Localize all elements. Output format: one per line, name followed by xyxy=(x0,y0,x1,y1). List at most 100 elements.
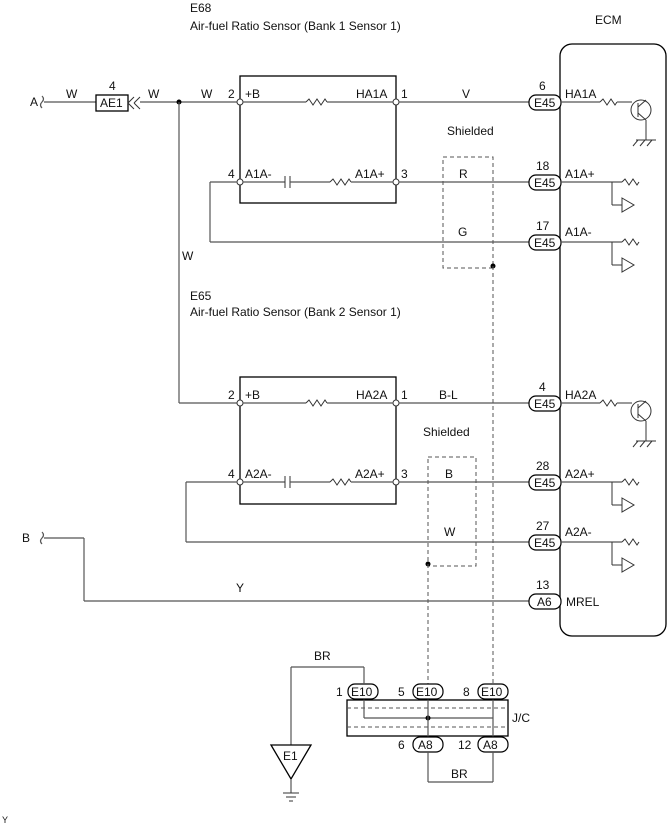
sensor1-terminal-4 xyxy=(236,178,244,186)
ae1-label: AE1 xyxy=(100,96,123,110)
ecm-input-buffer-a2a-plus-icon xyxy=(561,478,640,513)
ae1-num: 4 xyxy=(109,79,116,93)
ecm-pin-name: HA1A xyxy=(565,87,596,101)
sensor2-pin-minus-num: 4 xyxy=(228,467,235,481)
ecm-pin-a2a-minus: E45 27 A2A- xyxy=(528,519,592,551)
wire-color-jc-bottom: BR xyxy=(451,767,468,781)
wire-color-a1a-plus: R xyxy=(459,167,468,181)
sensor1-pin-plus-b: +B xyxy=(245,87,260,101)
ecm-pin-ha2a: E45 4 HA2A xyxy=(528,380,596,412)
ecm-pin-num: 27 xyxy=(536,519,550,533)
ecm-pin-name: A2A- xyxy=(565,525,592,539)
sensor1-pin-ha-num: 1 xyxy=(401,87,408,101)
ecm-pin-num: 17 xyxy=(536,219,550,233)
ecm-title: ECM xyxy=(595,13,622,27)
sensor2-terminal-4 xyxy=(236,478,244,486)
ecm-pin-a2a-plus: E45 28 A2A+ xyxy=(528,459,595,491)
ref-a-break-icon xyxy=(39,95,45,109)
ecm-pin-num: 4 xyxy=(539,380,546,394)
jc-pin-bottom-6: A8 6 xyxy=(398,736,444,753)
wire-color-ha1a: V xyxy=(462,87,470,101)
shield2-box xyxy=(427,456,477,567)
ecm-box xyxy=(559,43,667,637)
sensor2-pin-plus-b: +B xyxy=(245,388,260,402)
ecm-pin-conn: E45 xyxy=(534,476,556,490)
ecm-pin-conn: E45 xyxy=(534,536,556,550)
jc-pin-top-8: E10 8 xyxy=(463,683,509,700)
sensor2-code: E65 xyxy=(190,289,212,303)
jc-pin-top-5: E10 5 xyxy=(398,683,444,700)
sensor2-element-resistor-icon xyxy=(329,478,352,486)
wire-color-branch: W xyxy=(182,249,194,263)
jc-pin-conn: E10 xyxy=(416,685,438,699)
ecm-pin-num: 13 xyxy=(536,578,550,592)
sensor1-capacitor-icon xyxy=(284,176,291,188)
ground-e1-label: E1 xyxy=(283,749,298,763)
sensor1-pin-plus-num: 3 xyxy=(401,167,408,181)
ground-e1-triangle-icon xyxy=(269,744,313,781)
ecm-pin-name: A1A- xyxy=(565,225,592,239)
sensor2-terminal-1 xyxy=(392,399,400,407)
ecm-pin-a1a-minus: E45 17 A1A- xyxy=(528,219,592,251)
ecm-transistor-1-icon xyxy=(561,98,656,147)
ecm-pin-a1a-plus: E45 18 A1A+ xyxy=(528,159,595,191)
jc-pin-conn: E10 xyxy=(351,685,373,699)
sensor2-terminal-3 xyxy=(392,478,400,486)
ref-b-label: B xyxy=(22,531,30,545)
sensor1-pin-ha: HA1A xyxy=(356,87,387,101)
wire-color-a-left: W xyxy=(66,87,78,101)
sensor2-terminal-2 xyxy=(236,399,244,407)
shield1-box xyxy=(442,156,494,269)
wire-color-main: W xyxy=(201,87,213,101)
sensor2-capacitor-icon xyxy=(284,476,291,488)
jc-pin-bottom-12: A8 12 xyxy=(458,736,509,753)
wire-color-a2a-plus: B xyxy=(445,467,453,481)
ecm-pin-num: 28 xyxy=(536,459,550,473)
jc-pin-num: 5 xyxy=(398,685,405,699)
wire-color-a1a-minus: G xyxy=(458,225,467,239)
ecm-pin-num: 18 xyxy=(536,159,550,173)
ecm-pin-conn: E45 xyxy=(534,236,556,250)
sensor2-pin-ha: HA2A xyxy=(356,388,387,402)
wire-color-ground: BR xyxy=(314,649,331,663)
ecm-transistor-2-icon xyxy=(561,399,656,448)
jc-pin-num: 8 xyxy=(463,685,470,699)
sensor1-heater-resistor-icon xyxy=(305,98,328,106)
ecm-pin-conn: E45 xyxy=(534,397,556,411)
sensor2-pin-plus-b-num: 2 xyxy=(228,388,235,402)
sensor1-terminal-2 xyxy=(236,98,244,106)
jc-pin-conn: E10 xyxy=(481,685,503,699)
sensor2-heater-resistor-icon xyxy=(305,399,328,407)
wire-color-ha2a: B-L xyxy=(439,388,458,402)
shield2-label: Shielded xyxy=(423,425,470,439)
corner-mark: Y xyxy=(2,815,8,825)
sensor1-title: Air-fuel Ratio Sensor (Bank 1 Sensor 1) xyxy=(190,19,401,33)
sensor1-terminal-3 xyxy=(392,178,400,186)
sensor1-box xyxy=(239,75,397,204)
jc-pin-num: 1 xyxy=(336,685,343,699)
sensor2-pin-ha-num: 1 xyxy=(401,388,408,402)
sensor2-title: Air-fuel Ratio Sensor (Bank 2 Sensor 1) xyxy=(190,305,401,319)
jc-pin-top-1: E10 1 xyxy=(336,683,379,700)
sensor2-box xyxy=(239,376,397,505)
ground-symbol-icon xyxy=(283,779,299,802)
ecm-pin-name: A2A+ xyxy=(565,467,595,481)
ecm-pin-num: 6 xyxy=(539,79,546,93)
ae1-chevron-icon xyxy=(127,96,141,110)
ecm-pin-conn: E45 xyxy=(534,176,556,190)
sensor1-code: E68 xyxy=(190,1,212,15)
jc-pin-num: 12 xyxy=(458,738,472,752)
sensor1-pin-minus: A1A- xyxy=(245,167,272,181)
ecm-pin-conn: A6 xyxy=(537,595,552,609)
sensor2-pin-plus-num: 3 xyxy=(401,467,408,481)
sensor1-terminal-1 xyxy=(392,98,400,106)
ref-a-label: A xyxy=(30,95,38,109)
sensor1-pin-plus-b-num: 2 xyxy=(228,87,235,101)
sensor1-pin-plus: A1A+ xyxy=(355,167,385,181)
sensor1-element-resistor-icon xyxy=(329,178,352,186)
ecm-pin-conn: E45 xyxy=(534,96,556,110)
wire-color-mrel: Y xyxy=(236,581,244,595)
ecm-pin-ha1a: E45 6 HA1A xyxy=(528,79,596,111)
ecm-pin-name: HA2A xyxy=(565,388,596,402)
